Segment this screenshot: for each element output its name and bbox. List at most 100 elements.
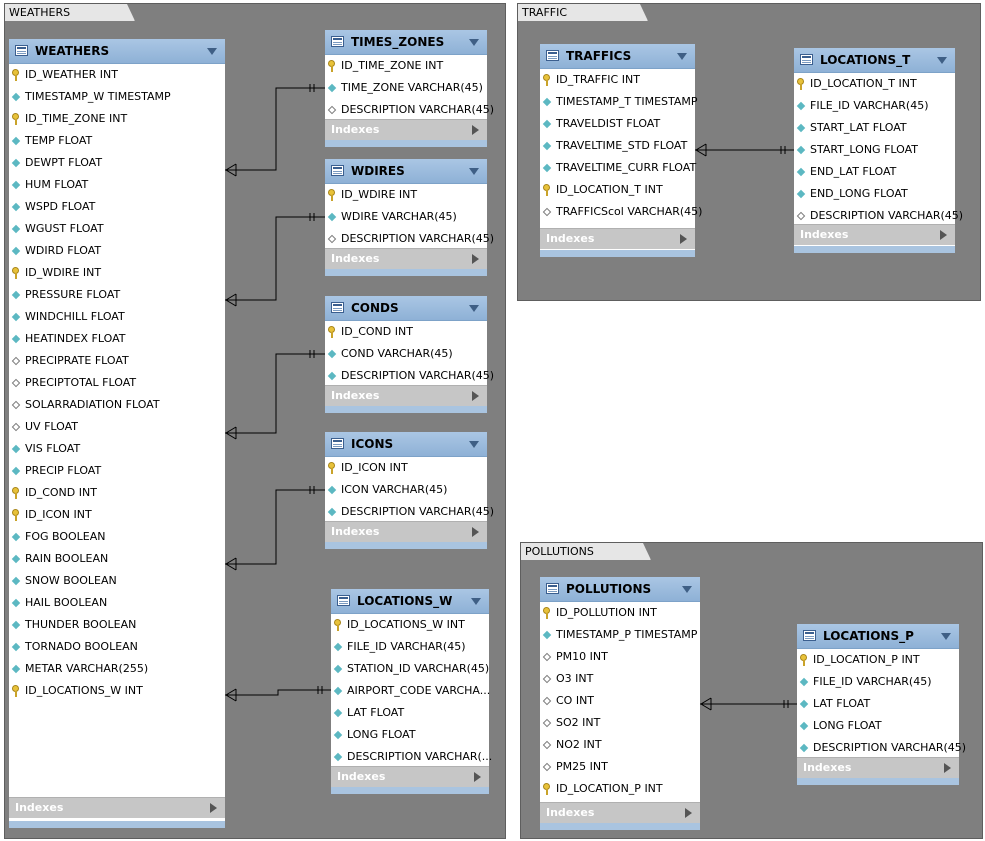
- column-row[interactable]: ID_TIME_ZONE INT: [325, 55, 487, 77]
- column-row[interactable]: ID_WDIRE INT: [9, 262, 225, 284]
- column-row[interactable]: METAR VARCHAR(255): [9, 658, 225, 680]
- column-row[interactable]: ID_TIME_ZONE INT: [9, 108, 225, 130]
- column-row[interactable]: ID_LOCATION_P INT: [797, 649, 959, 671]
- column-row[interactable]: COND VARCHAR(45): [325, 343, 487, 365]
- indexes-section[interactable]: Indexes: [325, 521, 487, 542]
- column-row[interactable]: PM25 INT: [540, 756, 700, 778]
- column-row[interactable]: WSPD FLOAT: [9, 196, 225, 218]
- column-row[interactable]: ID_WDIRE INT: [325, 184, 487, 206]
- table-header[interactable]: TRAFFICS: [540, 44, 695, 69]
- indexes-section[interactable]: Indexes: [331, 766, 489, 787]
- expand-arrow-icon[interactable]: [685, 808, 692, 818]
- expand-arrow-icon[interactable]: [940, 230, 947, 240]
- table-header[interactable]: WDIRES: [325, 159, 487, 184]
- column-row[interactable]: DEWPT FLOAT: [9, 152, 225, 174]
- table-header[interactable]: CONDS: [325, 296, 487, 321]
- column-row[interactable]: WDIRD FLOAT: [9, 240, 225, 262]
- collapse-arrow-icon[interactable]: [941, 633, 951, 640]
- indexes-section[interactable]: Indexes: [325, 248, 487, 269]
- column-row[interactable]: NO2 INT: [540, 734, 700, 756]
- collapse-arrow-icon[interactable]: [677, 53, 687, 60]
- column-row[interactable]: HAIL BOOLEAN: [9, 592, 225, 614]
- column-row[interactable]: TRAVELDIST FLOAT: [540, 113, 695, 135]
- expand-arrow-icon[interactable]: [944, 763, 951, 773]
- column-row[interactable]: TIMESTAMP_P TIMESTAMP: [540, 624, 700, 646]
- column-row[interactable]: FILE_ID VARCHAR(45): [794, 95, 955, 117]
- column-row[interactable]: THUNDER BOOLEAN: [9, 614, 225, 636]
- table-header[interactable]: POLLUTIONS: [540, 577, 700, 602]
- column-row[interactable]: START_LONG FLOAT: [794, 139, 955, 161]
- indexes-section[interactable]: Indexes: [797, 757, 959, 778]
- collapse-arrow-icon[interactable]: [469, 39, 479, 46]
- collapse-arrow-icon[interactable]: [469, 305, 479, 312]
- column-row[interactable]: TIME_ZONE VARCHAR(45): [325, 77, 487, 99]
- column-row[interactable]: TRAVELTIME_CURR FLOAT: [540, 157, 696, 179]
- table-header[interactable]: ICONS: [325, 432, 487, 457]
- expand-arrow-icon[interactable]: [472, 125, 479, 135]
- column-row[interactable]: CO INT: [540, 690, 700, 712]
- column-row[interactable]: ID_LOCATION_T INT: [794, 73, 955, 95]
- column-row[interactable]: FOG BOOLEAN: [9, 526, 225, 548]
- column-row[interactable]: SNOW BOOLEAN: [9, 570, 225, 592]
- column-row[interactable]: VIS FLOAT: [9, 438, 225, 460]
- column-row[interactable]: TEMP FLOAT: [9, 130, 225, 152]
- column-row[interactable]: SOLARRADIATION FLOAT: [9, 394, 225, 416]
- table-header[interactable]: LOCATIONS_W: [331, 589, 489, 614]
- indexes-section[interactable]: Indexes: [794, 224, 955, 245]
- expand-arrow-icon[interactable]: [472, 391, 479, 401]
- table-header[interactable]: WEATHERS: [9, 39, 225, 64]
- expand-arrow-icon[interactable]: [680, 234, 687, 244]
- expand-arrow-icon[interactable]: [472, 527, 479, 537]
- column-row[interactable]: DESCRIPTION VARCHAR(...: [331, 746, 492, 768]
- table-header[interactable]: LOCATIONS_T: [794, 48, 955, 73]
- column-row[interactable]: SO2 INT: [540, 712, 700, 734]
- expand-arrow-icon[interactable]: [210, 803, 217, 813]
- column-row[interactable]: START_LAT FLOAT: [794, 117, 955, 139]
- column-row[interactable]: ID_LOCATION_T INT: [540, 179, 695, 201]
- column-row[interactable]: TRAFFICScol VARCHAR(45): [540, 201, 702, 223]
- expand-arrow-icon[interactable]: [472, 254, 479, 264]
- column-row[interactable]: DESCRIPTION VARCHAR(45): [797, 737, 966, 759]
- column-row[interactable]: PRECIPRATE FLOAT: [9, 350, 225, 372]
- collapse-arrow-icon[interactable]: [682, 586, 692, 593]
- indexes-section[interactable]: Indexes: [325, 119, 487, 140]
- column-row[interactable]: STATION_ID VARCHAR(45): [331, 658, 489, 680]
- column-row[interactable]: DESCRIPTION VARCHAR(45): [325, 99, 494, 121]
- column-row[interactable]: UV FLOAT: [9, 416, 225, 438]
- column-row[interactable]: ID_ICON INT: [9, 504, 225, 526]
- table-header[interactable]: LOCATIONS_P: [797, 624, 959, 649]
- collapse-arrow-icon[interactable]: [471, 598, 481, 605]
- column-row[interactable]: ID_LOCATION_P INT: [540, 778, 700, 800]
- column-row[interactable]: AIRPORT_CODE VARCHA...: [331, 680, 490, 702]
- column-row[interactable]: DESCRIPTION VARCHAR(45): [325, 228, 494, 250]
- column-row[interactable]: ID_WEATHER INT: [9, 64, 225, 86]
- column-row[interactable]: RAIN BOOLEAN: [9, 548, 225, 570]
- column-row[interactable]: DESCRIPTION VARCHAR(45): [325, 501, 494, 523]
- column-row[interactable]: ID_LOCATIONS_W INT: [9, 680, 225, 702]
- table-header[interactable]: TIMES_ZONES: [325, 30, 487, 55]
- column-row[interactable]: HUM FLOAT: [9, 174, 225, 196]
- column-row[interactable]: TORNADO BOOLEAN: [9, 636, 225, 658]
- collapse-arrow-icon[interactable]: [207, 48, 217, 55]
- indexes-section[interactable]: Indexes: [9, 797, 225, 818]
- column-row[interactable]: PRESSURE FLOAT: [9, 284, 225, 306]
- column-row[interactable]: HEATINDEX FLOAT: [9, 328, 225, 350]
- column-row[interactable]: PRECIP FLOAT: [9, 460, 225, 482]
- column-row[interactable]: PM10 INT: [540, 646, 700, 668]
- column-row[interactable]: END_LAT FLOAT: [794, 161, 955, 183]
- column-row[interactable]: ID_LOCATIONS_W INT: [331, 614, 489, 636]
- collapse-arrow-icon[interactable]: [469, 441, 479, 448]
- column-row[interactable]: ID_COND INT: [325, 321, 487, 343]
- column-row[interactable]: ID_COND INT: [9, 482, 225, 504]
- column-row[interactable]: ID_POLLUTION INT: [540, 602, 700, 624]
- column-row[interactable]: FILE_ID VARCHAR(45): [797, 671, 959, 693]
- column-row[interactable]: LONG FLOAT: [331, 724, 489, 746]
- indexes-section[interactable]: Indexes: [540, 228, 695, 249]
